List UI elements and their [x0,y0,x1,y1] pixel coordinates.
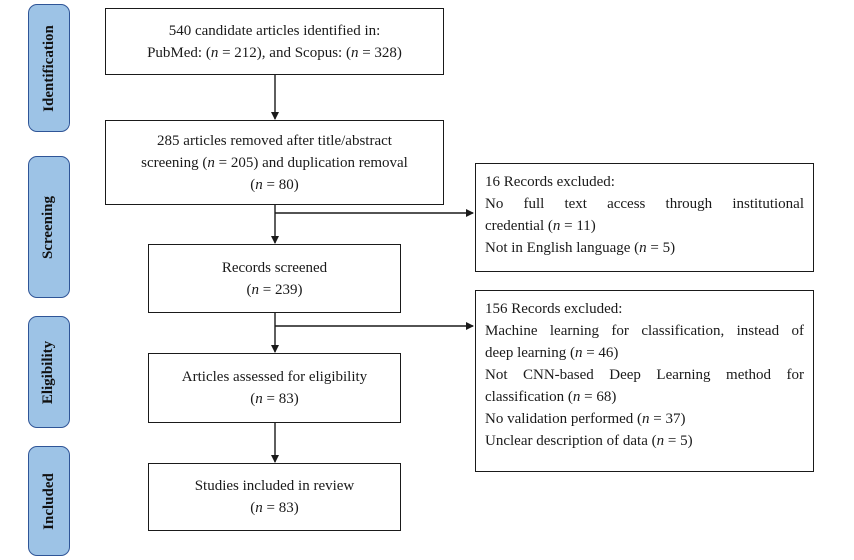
removed-line-1: 285 articles removed after title/abstrac… [157,132,392,149]
screened-line-1: Records screened [221,259,328,276]
excluded-screening-item: Not in English language (n = 5) [485,240,676,256]
removed-line-2: screening (n = 205) and duplication remo… [141,154,408,171]
screened-line-2: (n = 239) [246,281,303,298]
excluded-eligibility-item: Not CNN-based Deep Learning method for [485,367,804,383]
excluded-eligibility-item: classification (n = 68) [485,389,617,405]
records-screened-box: Records screened (n = 239) [148,244,401,313]
included-box: Studies included in review (n = 83) [148,463,401,531]
excluded-eligibility-item: No validation performed (n = 37) [485,411,686,427]
phase-tab-identification: Identification [28,4,70,132]
eligibility-box: Articles assessed for eligibility (n = 8… [148,353,401,423]
phase-label-identification: Identification [40,24,57,112]
excluded-eligibility-title: 156 Records excluded: [485,301,623,317]
phase-tab-eligibility: Eligibility [28,316,70,428]
excluded-screening-item: No full text access through institutiona… [485,196,804,212]
included-line-2: (n = 83) [250,500,299,516]
phase-label-included: Included [40,472,57,530]
phase-label-eligibility: Eligibility [40,340,57,404]
identification-line-1: 540 candidate articles identified in: [168,22,381,39]
phase-label-screening: Screening [40,195,57,259]
excluded-screening-item: credential (n = 11) [485,218,596,234]
removed-line-3: (n = 80) [250,176,299,193]
eligibility-line-2: (n = 83) [250,391,299,407]
excluded-eligibility-item: Unclear description of data (n = 5) [485,433,693,449]
excluded-screening-box: 16 Records excluded: No full text access… [475,163,814,272]
identification-line-2: PubMed: (n = 212), and Scopus: (n = 328) [147,44,402,61]
excluded-screening-title: 16 Records excluded: [485,174,615,190]
removed-box: 285 articles removed after title/abstrac… [105,120,444,205]
excluded-eligibility-item: deep learning (n = 46) [485,345,619,361]
phase-tab-included: Included [28,446,70,556]
excluded-eligibility-item: Machine learning for classification, ins… [485,323,804,339]
eligibility-line-1: Articles assessed for eligibility [181,369,368,385]
phase-tab-screening: Screening [28,156,70,298]
identification-box: 540 candidate articles identified in: Pu… [105,8,444,75]
included-line-1: Studies included in review [194,478,355,494]
excluded-eligibility-box: 156 Records excluded: Machine learning f… [475,290,814,472]
